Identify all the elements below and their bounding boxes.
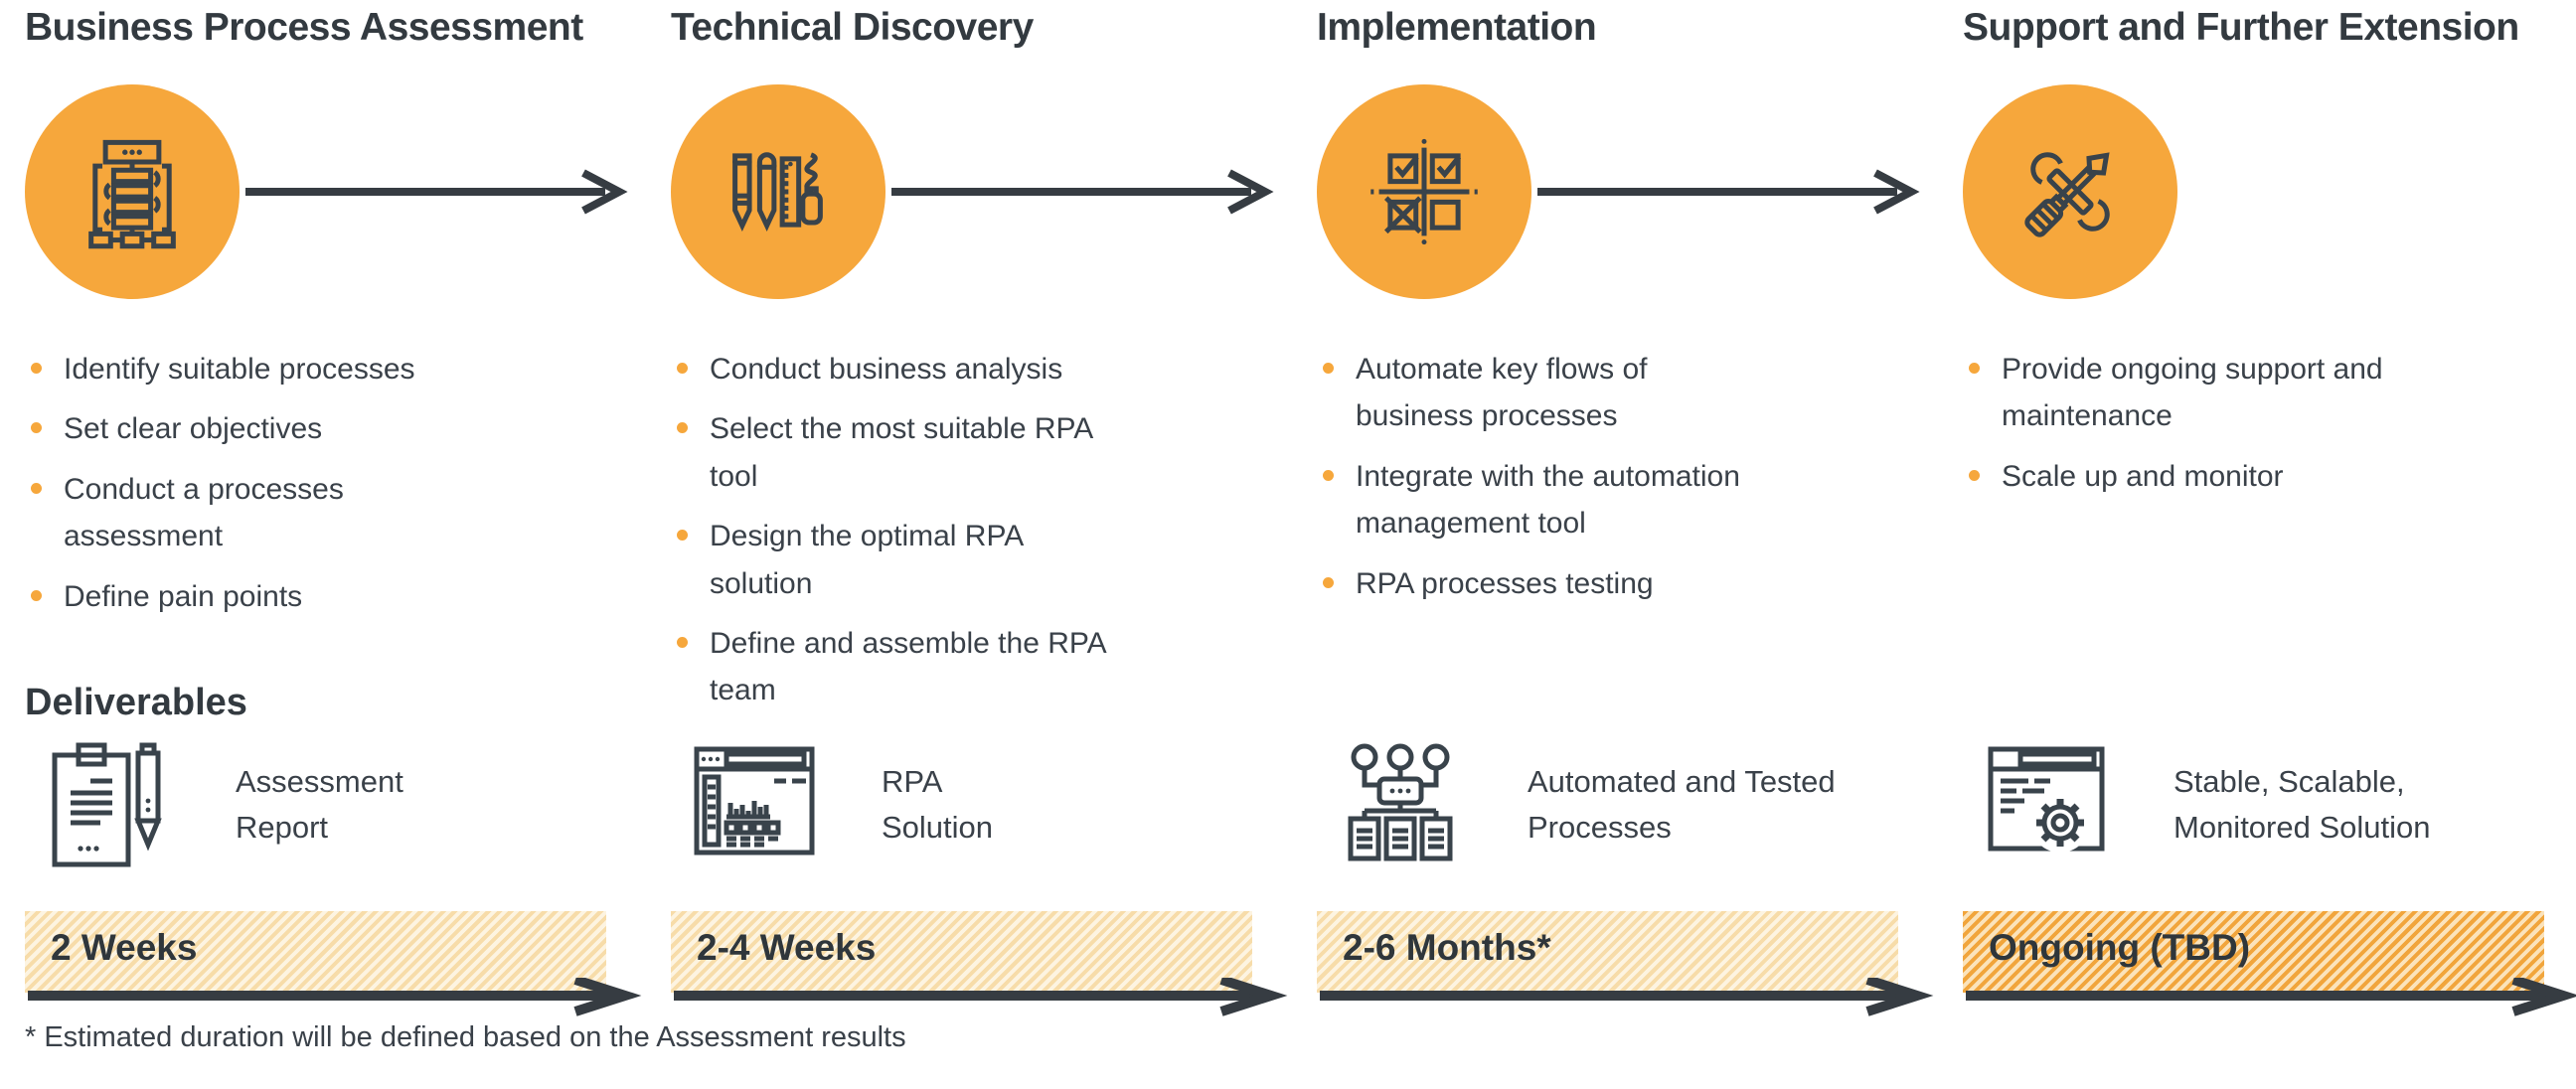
process-flowchart-icon: [71, 130, 194, 253]
duration-bar: Ongoing (TBD): [1963, 911, 2544, 993]
phase-column-business-process-assessment: Business Process Assessment: [25, 0, 642, 1089]
bullet-item: Conduct business analysis: [677, 346, 1144, 392]
deliverable-label: RPA Solution: [882, 763, 994, 846]
phase-column-support-extension: Support and Further Extension: [1963, 0, 2576, 1089]
bullet-dot-icon: [31, 482, 42, 494]
timeline-arrow-icon: [674, 978, 1288, 1016]
bullet-item: Integrate with the automation management…: [1323, 453, 1790, 547]
bullet-list: Provide ongoing support and maintenance …: [1969, 346, 2436, 513]
timeline-arrow-icon: [28, 978, 642, 1016]
bullet-item: Scale up and monitor: [1969, 453, 2436, 500]
bullet-list: Conduct business analysis Select the mos…: [677, 346, 1144, 727]
bullet-item: Automate key flows of business processes: [1323, 346, 1790, 440]
flow-arrow-icon: [245, 169, 628, 215]
gear-window-icon: [1977, 735, 2116, 853]
bullet-text: Define pain points: [64, 579, 303, 613]
checkbox-grid-icon: [1363, 138, 1486, 245]
bullet-dot-icon: [677, 422, 688, 434]
bullet-dot-icon: [1969, 363, 1980, 374]
bullet-text: RPA processes testing: [1356, 566, 1654, 600]
deliverable-label: Assessment Report: [236, 763, 403, 846]
bullet-item: Design the optimal RPA solution: [677, 513, 1144, 607]
bullet-item: Select the most suitable RPA tool: [677, 405, 1144, 500]
phase-column-implementation: Implementation: [1317, 0, 1934, 1089]
deliverable-label: Stable, Scalable, Monitored Solution: [2174, 763, 2431, 846]
bullet-text: Scale up and monitor: [2002, 459, 2284, 493]
bullet-dot-icon: [31, 363, 42, 374]
deliverable-block: Stable, Scalable, Monitored Solution: [1977, 735, 2431, 874]
bullet-dot-icon: [1323, 363, 1334, 374]
bullet-item: RPA processes testing: [1323, 560, 1790, 607]
timeline-arrow-icon: [1966, 978, 2576, 1016]
duration-label: Ongoing (TBD): [1989, 927, 2251, 968]
bullet-list: Identify suitable processes Set clear ob…: [31, 346, 498, 633]
process-diagram-icon: [1331, 735, 1470, 874]
deliverables-heading: Deliverables: [25, 682, 247, 723]
bullet-list: Automate key flows of business processes…: [1323, 346, 1790, 620]
duration-bar: 2-4 Weeks: [671, 911, 1252, 993]
phase-column-technical-discovery: Technical Discovery: [671, 0, 1288, 1089]
flow-arrow-icon: [891, 169, 1274, 215]
deliverable-block: RPA Solution: [685, 735, 993, 874]
bullet-dot-icon: [1323, 469, 1334, 481]
phase-icon-circle: [1963, 84, 2177, 299]
duration-bar: 2-6 Months*: [1317, 911, 1898, 993]
bullet-text: Conduct business analysis: [710, 353, 1063, 386]
bullet-dot-icon: [677, 530, 688, 542]
bullet-text: Identify suitable processes: [64, 353, 415, 386]
bullet-text: Provide ongoing support and maintenance: [2002, 353, 2383, 433]
bullet-dot-icon: [1323, 576, 1334, 588]
deliverable-label: Automated and Tested Processes: [1528, 763, 1836, 846]
duration-bar: 2 Weeks: [25, 911, 606, 993]
bullet-dot-icon: [31, 422, 42, 434]
bullet-dot-icon: [677, 363, 688, 374]
bullet-text: Automate key flows of business processes: [1356, 353, 1648, 433]
bullet-dot-icon: [1969, 469, 1980, 481]
duration-label: 2 Weeks: [51, 927, 198, 968]
bullet-item: Set clear objectives: [31, 405, 498, 452]
bullet-item: Conduct a processes assessment: [31, 466, 498, 560]
duration-label: 2-4 Weeks: [697, 927, 877, 968]
phase-icon-circle: [1317, 84, 1531, 299]
bullet-text: Integrate with the automation management…: [1356, 459, 1740, 541]
phase-title: Technical Discovery: [671, 6, 1034, 49]
clipboard-pen-icon: [39, 735, 178, 874]
bullet-text: Conduct a processes assessment: [64, 472, 344, 553]
deliverable-block: Assessment Report: [39, 735, 403, 874]
duration-label: 2-6 Months*: [1343, 927, 1551, 968]
deliverable-block: Automated and Tested Processes: [1331, 735, 1836, 874]
bullet-text: Select the most suitable RPA tool: [710, 412, 1092, 493]
bullet-item: Identify suitable processes: [31, 346, 498, 392]
phase-title: Implementation: [1317, 6, 1597, 49]
bullet-dot-icon: [677, 636, 688, 648]
phase-icon-circle: [671, 84, 886, 299]
bullet-item: Define and assemble the RPA team: [677, 620, 1144, 714]
bullet-text: Set clear objectives: [64, 412, 323, 446]
bullet-text: Design the optimal RPA solution: [710, 520, 1023, 600]
timeline-arrow-icon: [1320, 978, 1934, 1016]
bullet-item: Define pain points: [31, 573, 498, 620]
wrench-screwdriver-icon: [2009, 130, 2132, 253]
flow-arrow-icon: [1537, 169, 1920, 215]
drafting-tools-icon: [717, 130, 840, 253]
phase-icon-circle: [25, 84, 240, 299]
footnote: * Estimated duration will be defined bas…: [25, 1021, 906, 1053]
bullet-item: Provide ongoing support and maintenance: [1969, 346, 2436, 440]
rpa-dashboard-icon: [685, 735, 824, 874]
bullet-text: Define and assemble the RPA team: [710, 626, 1106, 707]
phase-title: Support and Further Extension: [1963, 6, 2519, 49]
phase-title: Business Process Assessment: [25, 6, 583, 49]
bullet-dot-icon: [31, 589, 42, 601]
